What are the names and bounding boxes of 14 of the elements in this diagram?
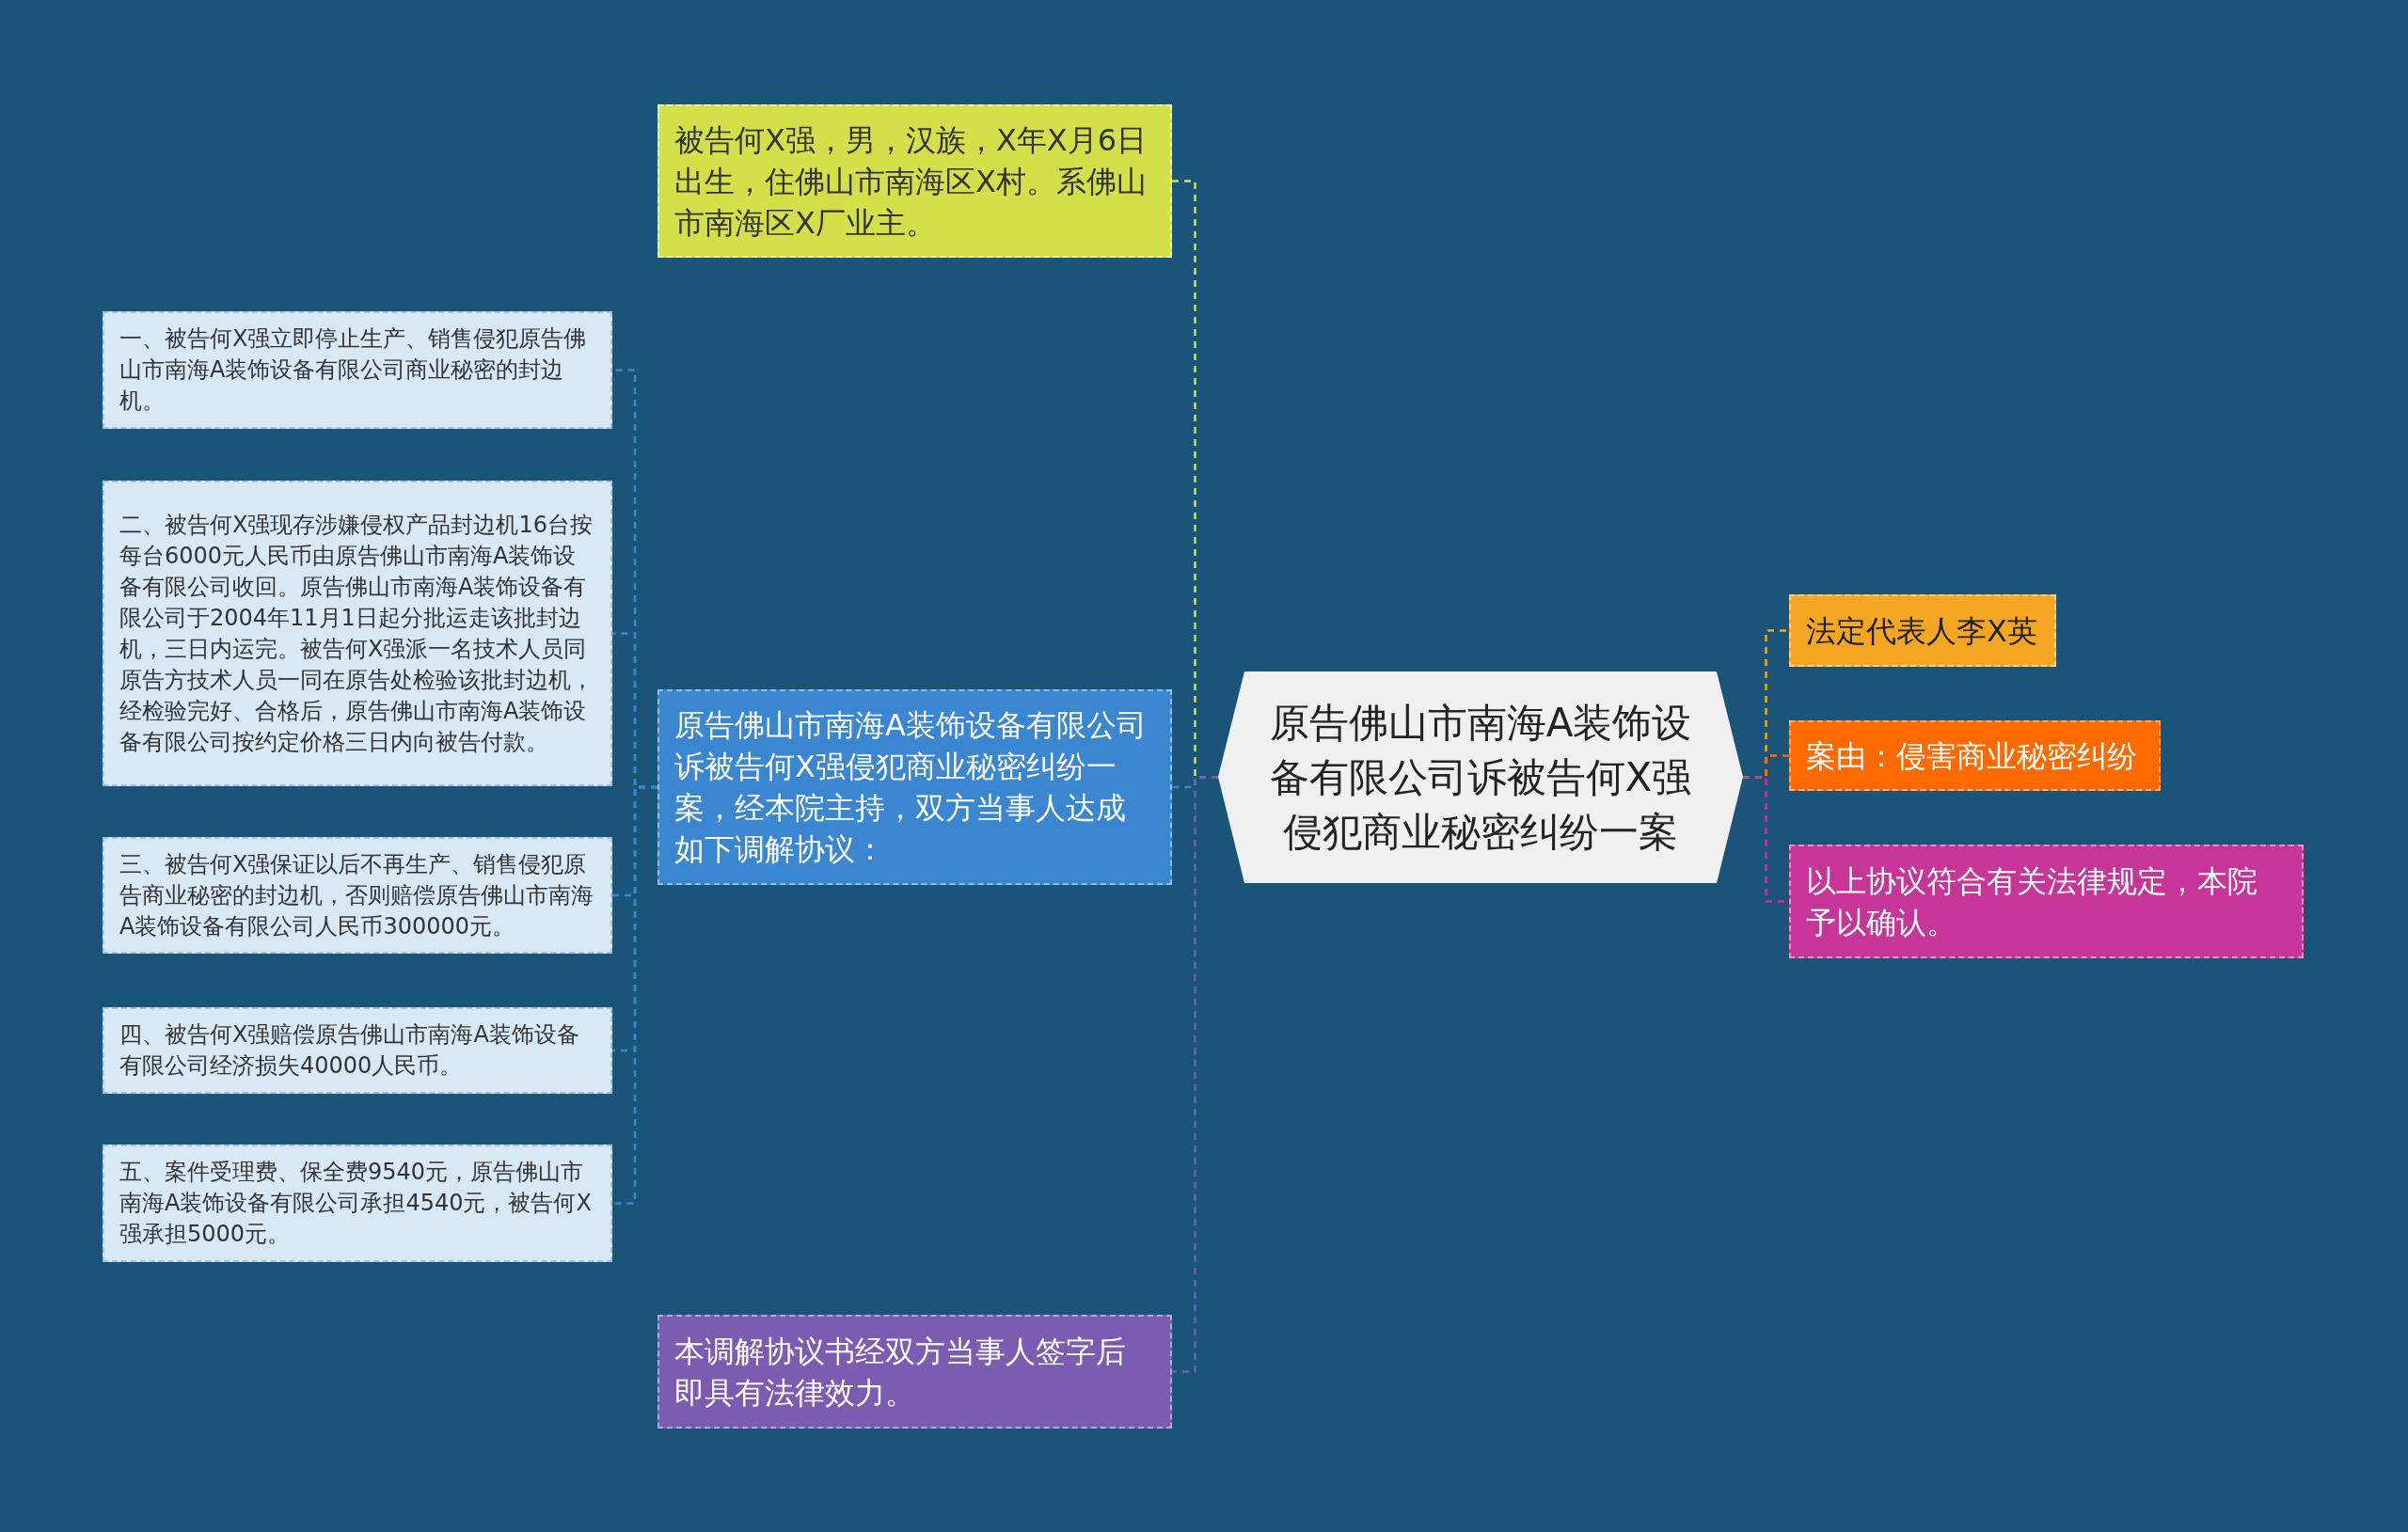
clause-box: 五、案件受理费、保全费9540元，原告佛山市南海A装饰设备有限公司承担4540元，被告何X强承担5000元。 <box>103 1145 612 1262</box>
topic-box: 本调解协议书经双方当事人签字后即具有法律效力。 <box>657 1315 1172 1429</box>
connector-line <box>1172 776 1218 1373</box>
topic-box: 案由：侵害商业秘密纠纷 <box>1789 720 2161 791</box>
topic-box: 以上协议符合有关法律规定，本院予以确认。 <box>1789 845 2304 958</box>
clause-box: 四、被告何X强赔偿原告佛山市南海A装饰设备有限公司经济损失40000人民币。 <box>103 1007 612 1094</box>
central-topic: 原告佛山市南海A装饰设备有限公司诉被告何X强侵犯商业秘密纠纷一案 <box>1218 671 1743 883</box>
topic-box: 原告佛山市南海A装饰设备有限公司诉被告何X强侵犯商业秘密纠纷一案，经本院主持，双方当事人达成如下调解协议： <box>657 689 1172 885</box>
clause-box: 一、被告何X强立即停止生产、销售侵犯原告佛山市南海A装饰设备有限公司商业秘密的封边机。 <box>103 311 612 429</box>
clause-box: 二、被告何X强现存涉嫌侵权产品封边机16台按每台6000元人民币由原告佛山市南海A装饰设备有限公司收回。原告佛山市南海A装饰设备有限公司于2004年11月1日起分批运走该批封边机，三日内运完。被告何X强派一名技术人员同原告方技术人员一同在原告处检验该批封边机，经检验完好、合格后，原告佛山市南海A装饰设备有限公司按约定价格三日内向被告付款。 <box>103 481 612 786</box>
topic-box: 法定代表人李X英 <box>1789 594 2056 667</box>
clause-box: 三、被告何X强保证以后不再生产、销售侵犯原告商业秘密的封边机，否则赔偿原告佛山市南海A装饰设备有限公司人民币300000元。 <box>103 837 612 954</box>
topic-box: 被告何X强，男，汉族，X年X月6日出生，住佛山市南海区X村。系佛山市南海区X厂业主。 <box>657 104 1172 258</box>
connector-line <box>612 785 657 1205</box>
